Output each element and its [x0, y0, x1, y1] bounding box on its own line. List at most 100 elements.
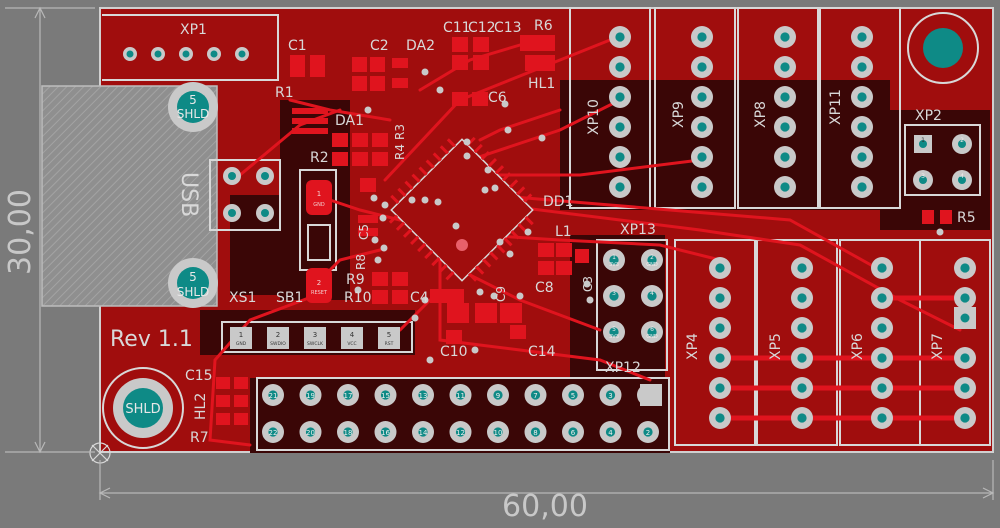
xp2-header: 1 2 3 4 [913, 134, 972, 190]
svg-text:Rev 1.1: Rev 1.1 [110, 327, 193, 352]
xp12-pad-hole [493, 427, 503, 437]
vconn-pad-hole [697, 92, 707, 102]
lconn-pad-hole [797, 383, 807, 393]
xs1-pad [267, 327, 289, 349]
lconn-pad-hole [715, 413, 725, 423]
lconn-pad-hole [715, 293, 725, 303]
xp12-pad-hole [455, 427, 466, 437]
lconn-pad-hole [877, 293, 887, 303]
vconn-pad-hole [697, 122, 707, 132]
xp12-pin-number: 11 [456, 392, 465, 400]
xp12-pad-hole [605, 427, 616, 437]
lconn-pad-hole [797, 353, 807, 363]
svg-text:R5: R5 [957, 210, 976, 226]
svg-text:SHLD: SHLD [177, 285, 210, 299]
svg-text:C2: C2 [370, 38, 389, 54]
lconn-pad-hole [797, 263, 807, 273]
lconn-pad-hole [715, 353, 725, 363]
xp13-pin-number: 2 [650, 254, 654, 261]
svg-text:XP6: XP6 [850, 333, 866, 360]
xp12-pad-hole [380, 427, 391, 437]
svg-text:XP8: XP8 [753, 101, 769, 128]
vconn-pad-hole [780, 182, 790, 192]
xp12-pad-hole [268, 427, 278, 437]
xp13-pad-hole [609, 255, 619, 265]
dd1-pin1-marker [456, 239, 468, 251]
xp12-pad-hole [530, 427, 541, 437]
svg-text:R4: R4 [393, 144, 407, 160]
svg-text:5: 5 [189, 93, 197, 107]
vconn-pad-hole [615, 182, 625, 192]
smd-pads [216, 35, 952, 425]
xp13-pin-number: 1 [612, 254, 616, 261]
mount-pad-bottom: SHLD [102, 367, 184, 449]
xp12-pin-number: 14 [419, 429, 428, 437]
xp12-pad-hole [343, 427, 353, 437]
rotated-designators: XP10 XP9 XP8 XP11 XP4 XP5 XP6 XP7 HL2 R3… [176, 89, 946, 420]
bus-traces [720, 295, 965, 421]
svg-text:USB: USB [176, 172, 201, 217]
lconn-pad-hole [715, 383, 725, 393]
svg-text:DA1: DA1 [335, 113, 364, 129]
lconn-pad-hole [960, 293, 970, 303]
vconn-pad-hole [780, 152, 790, 162]
svg-text:R9: R9 [346, 272, 365, 288]
lconn-pad-hole [715, 323, 725, 333]
svg-text:C3: C3 [581, 276, 595, 292]
xp12-pin-number: 9 [496, 392, 500, 400]
xp1-header [123, 47, 249, 61]
xp12-pad-hole [568, 390, 578, 400]
silkscreen-outlines [102, 7, 991, 451]
lconn-pad-hole [877, 263, 887, 273]
svg-text:GND: GND [313, 202, 325, 208]
lconn-pad-hole [960, 383, 970, 393]
lconn-pad-hole [960, 263, 970, 273]
svg-text:R6: R6 [534, 18, 553, 34]
lconn-pad-hole [877, 353, 887, 363]
vconn-pad-hole [615, 92, 625, 102]
svg-text:3: 3 [921, 173, 925, 180]
vconn-pad-hole [780, 62, 790, 72]
xp13-pad-hole [647, 255, 657, 265]
xp12-pin-number: 4 [608, 429, 613, 437]
vconn-pad-hole [857, 32, 867, 42]
xp12-pad-hole [605, 390, 616, 400]
xp12-header: 21221920171815161314111291078563412 [262, 384, 662, 443]
svg-text:C6: C6 [488, 90, 507, 106]
vconn-pad-hole [857, 92, 867, 102]
xs1-pin-label: SWDIO [270, 341, 286, 347]
svg-text:HL2: HL2 [193, 393, 209, 420]
dimension-width: 60,00 [502, 489, 588, 524]
lconn-pad-hole [877, 323, 887, 333]
lconn-pad-hole [960, 353, 970, 363]
svg-text:1: 1 [921, 137, 925, 144]
sb1-pad-reset [306, 268, 332, 303]
xp12-pin-number: 21 [269, 392, 278, 400]
svg-text:C10: C10 [440, 344, 468, 360]
svg-text:4: 4 [960, 173, 964, 180]
svg-text:L1: L1 [555, 224, 572, 240]
xp12-pin1-square [640, 384, 662, 406]
svg-text:DA2: DA2 [406, 38, 435, 54]
usb-pads [223, 167, 274, 222]
xp12-pin-number: 2 [646, 429, 650, 437]
svg-text:HL1: HL1 [528, 76, 555, 92]
xp12-pad-hole [418, 390, 428, 400]
xp12-pad-hole [530, 390, 541, 400]
svg-text:C12: C12 [468, 20, 496, 36]
svg-text:XP10: XP10 [586, 99, 602, 135]
xs1-pin-label: RST [385, 341, 394, 347]
svg-text:C13: C13 [494, 20, 522, 36]
svg-text:XP13: XP13 [620, 222, 656, 238]
svg-text:R10: R10 [344, 290, 372, 306]
xp12-pad-hole [418, 427, 428, 437]
xs1-pad [378, 327, 400, 349]
sb1-button: 1 GND 2 RESET [306, 180, 332, 303]
xp13-pad-hole [647, 291, 657, 301]
xp12-pin-number: 3 [608, 392, 612, 400]
xp12-pad-hole [380, 390, 391, 400]
lconn-pad-hole [877, 413, 887, 423]
xs1-pad [304, 327, 326, 349]
